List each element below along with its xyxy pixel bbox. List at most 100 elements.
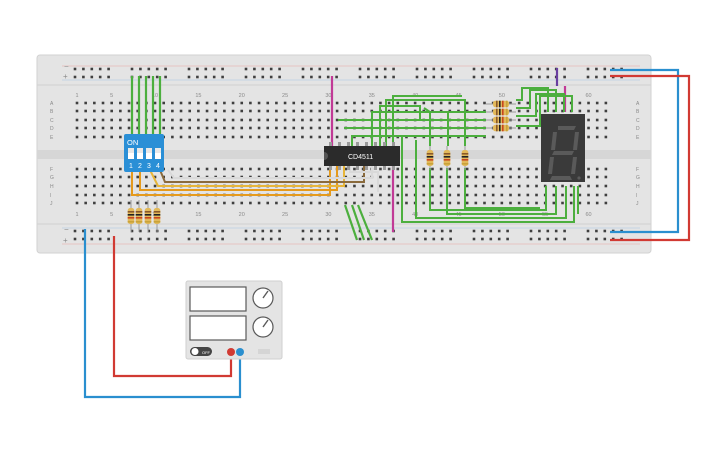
hole[interactable] bbox=[405, 201, 408, 205]
hole[interactable] bbox=[171, 201, 174, 205]
hole[interactable] bbox=[335, 118, 339, 122]
hole[interactable] bbox=[535, 135, 538, 139]
hole[interactable] bbox=[448, 167, 452, 171]
hole[interactable] bbox=[387, 167, 391, 171]
hole[interactable] bbox=[179, 135, 183, 139]
hole[interactable] bbox=[587, 184, 590, 188]
hole[interactable] bbox=[448, 101, 452, 105]
hole[interactable] bbox=[595, 201, 599, 205]
rail-hole[interactable] bbox=[187, 75, 191, 79]
seven-segment-display[interactable]: 8 bbox=[541, 114, 585, 182]
hole[interactable] bbox=[301, 109, 304, 113]
wire-blue-rail-right[interactable] bbox=[610, 68, 680, 234]
hole[interactable] bbox=[439, 167, 443, 171]
hole[interactable] bbox=[84, 175, 87, 179]
rail-hole[interactable] bbox=[221, 229, 224, 233]
hole[interactable] bbox=[344, 135, 348, 139]
hole[interactable] bbox=[257, 201, 261, 205]
hole[interactable] bbox=[517, 175, 521, 179]
rail-hole[interactable] bbox=[278, 229, 281, 233]
hole[interactable] bbox=[223, 126, 226, 130]
hole[interactable] bbox=[75, 167, 79, 171]
hole[interactable] bbox=[110, 167, 113, 171]
hole[interactable] bbox=[214, 101, 218, 105]
hole[interactable] bbox=[75, 201, 79, 205]
hole[interactable] bbox=[327, 167, 330, 171]
hole[interactable] bbox=[188, 135, 192, 139]
hole[interactable] bbox=[179, 201, 183, 205]
rail-hole[interactable] bbox=[261, 229, 265, 233]
rail-hole[interactable] bbox=[529, 75, 533, 79]
hole[interactable] bbox=[127, 126, 131, 130]
hole[interactable] bbox=[188, 118, 192, 122]
hole[interactable] bbox=[179, 109, 183, 113]
rail-hole[interactable] bbox=[472, 67, 476, 71]
hole[interactable] bbox=[301, 201, 304, 205]
rail-hole[interactable] bbox=[196, 229, 199, 233]
rail-hole[interactable] bbox=[335, 237, 338, 241]
hole[interactable] bbox=[448, 175, 452, 179]
hole[interactable] bbox=[257, 109, 261, 113]
hole[interactable] bbox=[119, 175, 122, 179]
hole[interactable] bbox=[162, 101, 165, 105]
hole[interactable] bbox=[318, 118, 322, 122]
hole[interactable] bbox=[561, 184, 564, 188]
hole[interactable] bbox=[197, 109, 200, 113]
hole[interactable] bbox=[604, 126, 608, 130]
rail-hole[interactable] bbox=[244, 237, 248, 241]
hole[interactable] bbox=[266, 101, 270, 105]
rail-hole[interactable] bbox=[506, 67, 509, 71]
rail-hole[interactable] bbox=[489, 75, 493, 79]
rail-hole[interactable] bbox=[164, 75, 167, 79]
hole[interactable] bbox=[422, 167, 426, 171]
hole[interactable] bbox=[509, 135, 512, 139]
rail-hole[interactable] bbox=[383, 229, 387, 233]
dip-toggle[interactable] bbox=[155, 148, 161, 159]
hole[interactable] bbox=[327, 126, 330, 130]
hole[interactable] bbox=[153, 184, 157, 188]
hole[interactable] bbox=[353, 167, 356, 171]
hole[interactable] bbox=[483, 175, 486, 179]
hole[interactable] bbox=[396, 101, 400, 105]
rail-hole[interactable] bbox=[196, 75, 199, 79]
hole[interactable] bbox=[561, 201, 564, 205]
hole[interactable] bbox=[509, 101, 512, 105]
hole[interactable] bbox=[188, 101, 192, 105]
hole[interactable] bbox=[110, 135, 113, 139]
hole[interactable] bbox=[439, 175, 443, 179]
hole[interactable] bbox=[84, 184, 87, 188]
rail-hole[interactable] bbox=[164, 237, 167, 241]
rail-hole[interactable] bbox=[244, 67, 248, 71]
hole[interactable] bbox=[231, 201, 235, 205]
hole[interactable] bbox=[240, 126, 244, 130]
hole[interactable] bbox=[84, 193, 87, 197]
hole[interactable] bbox=[500, 175, 504, 179]
hole[interactable] bbox=[214, 201, 218, 205]
hole[interactable] bbox=[205, 201, 209, 205]
hole[interactable] bbox=[543, 109, 547, 113]
hole[interactable] bbox=[119, 109, 122, 113]
hole[interactable] bbox=[110, 201, 113, 205]
hole[interactable] bbox=[509, 109, 512, 113]
rail-hole[interactable] bbox=[375, 67, 379, 71]
hole[interactable] bbox=[361, 184, 365, 188]
hole[interactable] bbox=[526, 167, 530, 171]
hole[interactable] bbox=[75, 126, 79, 130]
hole[interactable] bbox=[327, 109, 330, 113]
rail-hole[interactable] bbox=[318, 229, 322, 233]
hole[interactable] bbox=[110, 175, 113, 179]
rail-hole[interactable] bbox=[278, 75, 281, 79]
hole[interactable] bbox=[344, 193, 348, 197]
hole[interactable] bbox=[110, 126, 113, 130]
hole[interactable] bbox=[136, 109, 139, 113]
hole[interactable] bbox=[249, 109, 252, 113]
hole[interactable] bbox=[145, 175, 148, 179]
hole[interactable] bbox=[439, 193, 443, 197]
rail-hole[interactable] bbox=[432, 237, 436, 241]
rail-hole[interactable] bbox=[318, 237, 322, 241]
hole[interactable] bbox=[309, 101, 313, 105]
hole[interactable] bbox=[275, 101, 278, 105]
rail-hole[interactable] bbox=[506, 75, 509, 79]
rail-hole[interactable] bbox=[130, 237, 134, 241]
hole[interactable] bbox=[301, 118, 304, 122]
